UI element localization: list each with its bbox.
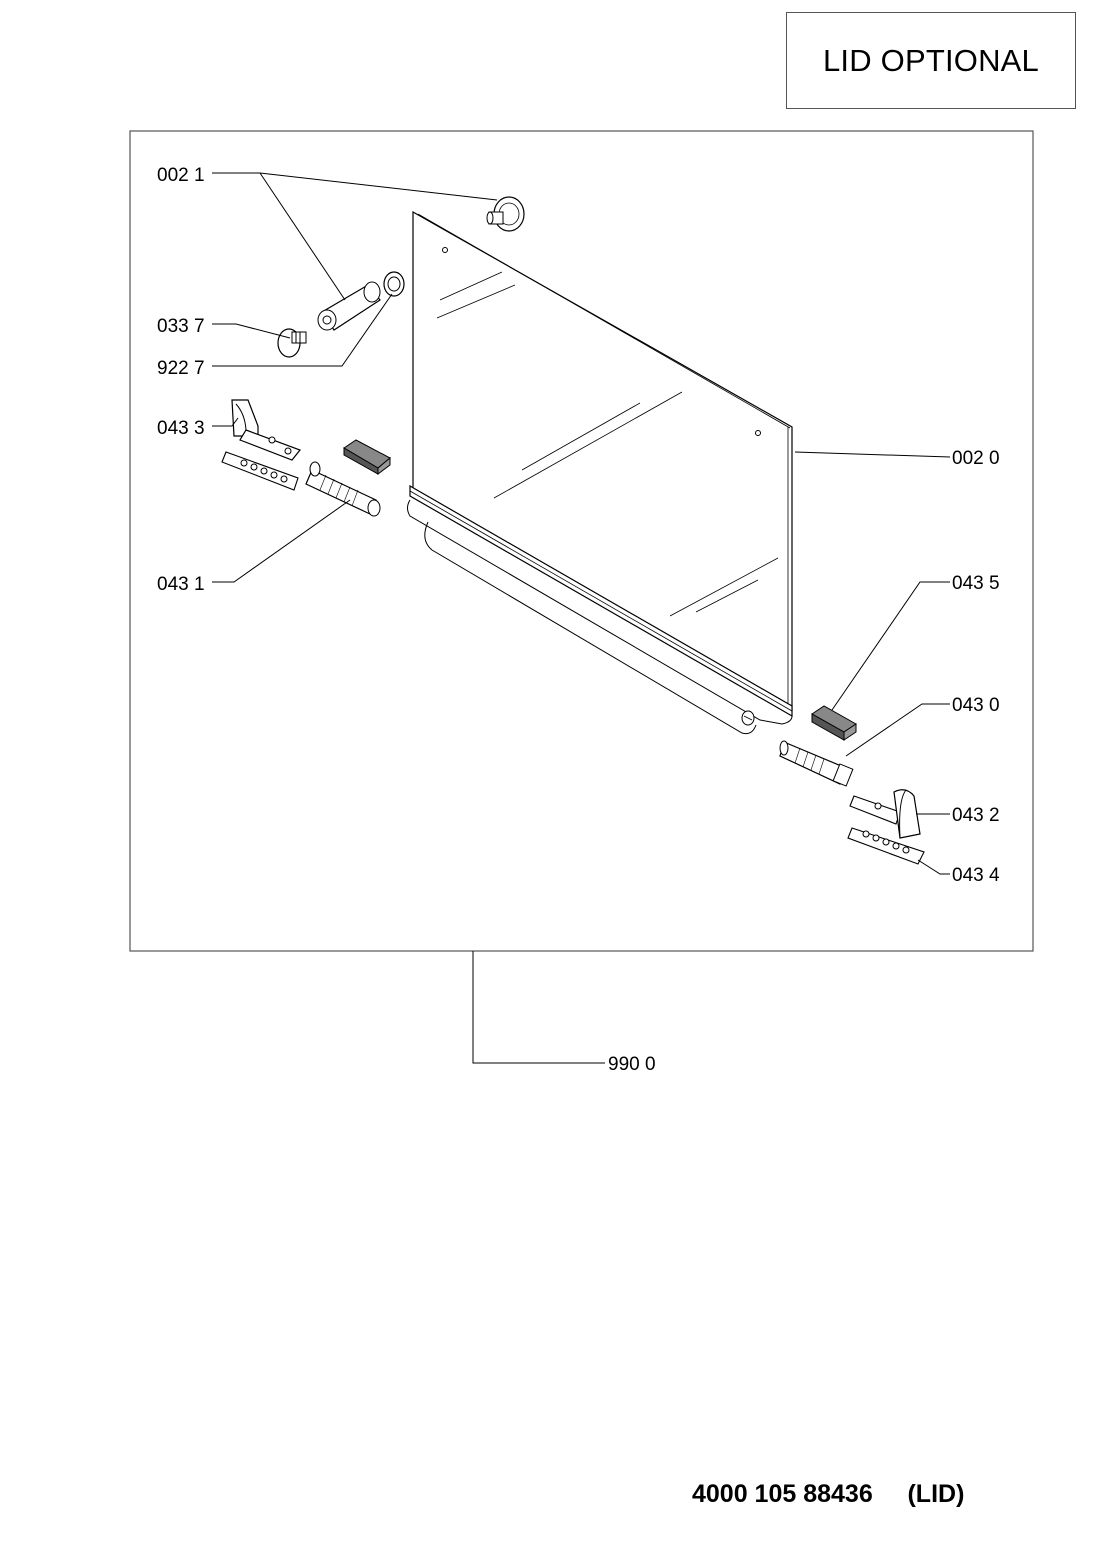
callout-002-0: 002 0 — [952, 448, 1000, 469]
lid-hinge-rail — [407, 484, 793, 735]
left-hinge-pin-part — [305, 461, 381, 517]
callout-043-1: 043 1 — [157, 574, 205, 595]
spacer-tube-part — [317, 281, 381, 331]
callout-043-2: 043 2 — [952, 805, 1000, 826]
screw-part — [277, 328, 307, 358]
callout-033-7: 033 7 — [157, 316, 205, 337]
part-variant: (LID) — [907, 1480, 965, 1508]
right-hinge-pin-part — [779, 740, 854, 787]
glass-lid-panel — [412, 210, 793, 712]
left-hinge-bracket-part — [221, 399, 301, 491]
right-hinge-bracket-part — [849, 789, 921, 839]
right-foam-pad-part — [811, 705, 857, 741]
right-plate-part — [847, 827, 925, 865]
left-foam-pad-part — [343, 439, 391, 475]
diagram-frame — [129, 130, 1034, 952]
leader-line-990-0 — [472, 951, 605, 1064]
callout-002-1: 002 1 — [157, 165, 205, 186]
leader-lines — [212, 172, 951, 875]
callout-922-7: 922 7 — [157, 358, 205, 379]
title-box: LID OPTIONAL — [786, 12, 1076, 109]
page-title: LID OPTIONAL — [822, 42, 1039, 78]
washer-part — [383, 271, 405, 297]
callout-043-4: 043 4 — [952, 865, 1000, 886]
part-number: 4000 105 88436 — [692, 1480, 873, 1508]
callout-043-3: 043 3 — [157, 418, 205, 439]
callout-043-5: 043 5 — [952, 573, 1000, 594]
part-number-footer: 4000 105 88436 (LID) — [692, 1480, 964, 1509]
callout-990-0: 990 0 — [608, 1054, 656, 1075]
callout-043-0: 043 0 — [952, 695, 1000, 716]
knob-part — [486, 196, 525, 232]
